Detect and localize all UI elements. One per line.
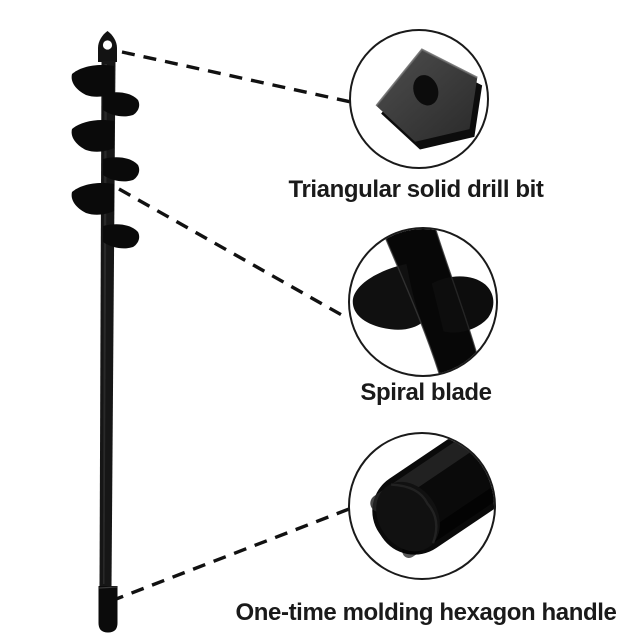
spiral-blade-closeup-image <box>352 229 494 375</box>
leader-line-hexagon-handle <box>110 507 350 603</box>
callout-circle-drill-bit <box>349 29 489 169</box>
callout-circle-hexagon-handle <box>348 432 496 580</box>
hexagon-handle-closeup-image <box>370 434 494 558</box>
drill-bit-closeup-image <box>375 48 483 150</box>
spiral-closeup-shaft-band <box>381 229 483 375</box>
hex-rod <box>370 434 494 558</box>
callout-label-spiral-blade: Spiral blade <box>360 379 492 406</box>
auger-body <box>71 31 140 633</box>
auger-spiral <box>71 64 140 249</box>
leader-line-drill-bit <box>121 50 352 104</box>
hex-rod-bottom-facet <box>402 454 494 558</box>
callout-label-hexagon-handle: One-time molding hexagon handle <box>235 599 617 626</box>
hex-rod-facet-seam <box>391 483 438 544</box>
callout-label-drill-bit: Triangular solid drill bit <box>288 176 544 203</box>
spiral-closeup-edge-left <box>380 229 441 375</box>
drill-bit-edge-highlight <box>375 48 478 107</box>
leader-line-spiral-blade <box>118 187 348 320</box>
drill-bit-mount-hole <box>413 75 439 106</box>
auger-hex-shank <box>98 586 118 633</box>
auger-eye-hole <box>102 40 113 50</box>
shank-seam <box>98 586 118 589</box>
spiral-closeup-left-lobe <box>352 264 423 330</box>
callout-circle-spiral-blade <box>348 227 498 377</box>
spiral-closeup-right-lobe <box>431 276 494 333</box>
